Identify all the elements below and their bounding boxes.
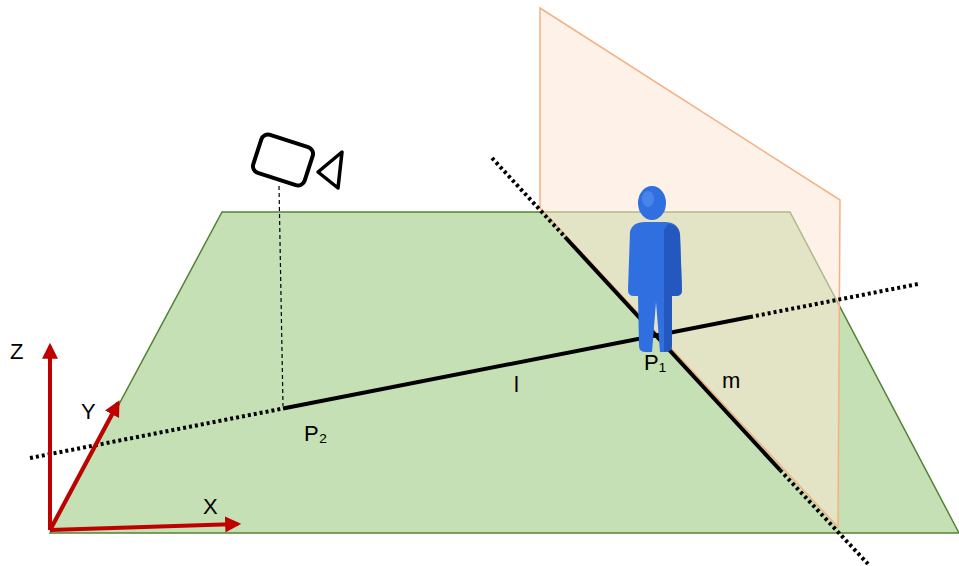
axis-label: Y <box>81 401 96 423</box>
axis-label: X <box>203 496 218 518</box>
person-figure <box>628 186 682 352</box>
point-label: P₂ <box>304 423 327 445</box>
line-m-extension <box>492 158 565 237</box>
vertical-plane <box>540 8 840 527</box>
projection-line <box>279 186 283 406</box>
line-l-extension <box>30 409 283 459</box>
point-label: P₁ <box>644 352 666 374</box>
axes <box>50 346 238 530</box>
line-l-extension <box>750 284 918 317</box>
camera-icon <box>251 133 342 188</box>
axis-label: Z <box>10 341 23 363</box>
line-label: l <box>514 374 519 396</box>
line-label: m <box>722 370 740 392</box>
line-m-extension <box>780 470 868 564</box>
